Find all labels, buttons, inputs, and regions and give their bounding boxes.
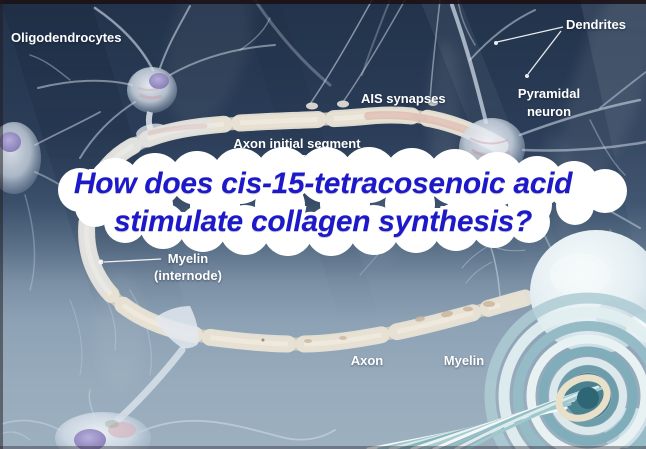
- label-leader-lines: [98, 26, 564, 265]
- question-line2: stimulate collagen synthesis?: [113, 205, 533, 238]
- bottom-left-neuron: [55, 306, 199, 449]
- left-neuron-soma: [0, 122, 41, 194]
- axon-specks: [261, 301, 495, 343]
- question-text: How does cis-15-tetracosenoic acid stimu…: [0, 165, 646, 241]
- myelin-internode-wrap-foot: [155, 306, 199, 349]
- myelin-wrap-assembly: [366, 230, 646, 449]
- ais-synapse-boutons: [306, 100, 438, 110]
- question-line2-outline: stimulate collagen synthesis?: [110, 202, 535, 242]
- question-line1: How does cis-15-tetracosenoic acid: [73, 167, 573, 200]
- question-line1-outline: How does cis-15-tetracosenoic acid: [70, 164, 576, 204]
- question-text-outline: How does cis-15-tetracosenoic acid stimu…: [0, 164, 646, 242]
- axon-collar: [555, 374, 611, 422]
